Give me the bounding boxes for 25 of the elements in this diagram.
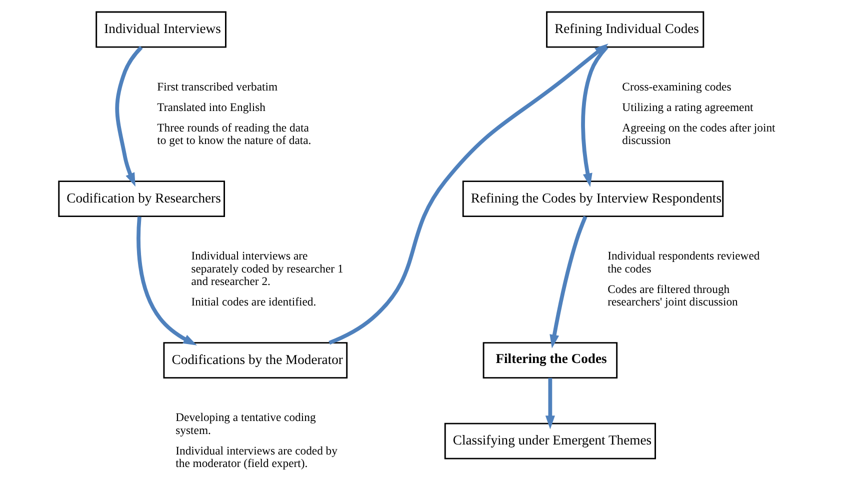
label: First transcribed verbatim (156, 80, 278, 94)
arrow (544, 378, 554, 430)
node-box: Codification by Researchers (58, 180, 224, 218)
label: Individual respondents reviewed the codes (607, 250, 760, 276)
label: Initial codes are identified. (190, 295, 316, 308)
label: Agreeing on the codes after joint discussion (622, 121, 775, 147)
arrow (136, 216, 196, 346)
node-label: Individual interviews are coded by the moderator (field expert). (175, 444, 337, 470)
arrow (580, 46, 608, 188)
node-box: Refining the Codes by Interview Respondents (462, 180, 724, 218)
label: Individual interviews are separately coded by researcher 1 and researcher 2. (190, 250, 343, 288)
arrow (328, 44, 608, 345)
node-box: Individual Interviews (95, 11, 226, 48)
arrow (549, 216, 587, 348)
arrow (114, 46, 142, 187)
node-box: Filtering the Codes (482, 342, 618, 379)
label: Utilizing a rating agreement (622, 100, 753, 114)
label: Codes are filtered through researchers' joint discussion (607, 282, 738, 308)
label: Three rounds of reading the data to get to know the nature of data. (156, 121, 311, 147)
node-box: Codifications by the Moderator (162, 342, 348, 379)
node-box: Refining Individual Codes (546, 11, 704, 48)
label: Cross-examining codes (622, 80, 731, 94)
label: Translated into English (156, 100, 266, 114)
node-label: Developing a tentative coding system. (175, 411, 316, 437)
node-box: Classifying under Emergent Themes (444, 422, 656, 460)
